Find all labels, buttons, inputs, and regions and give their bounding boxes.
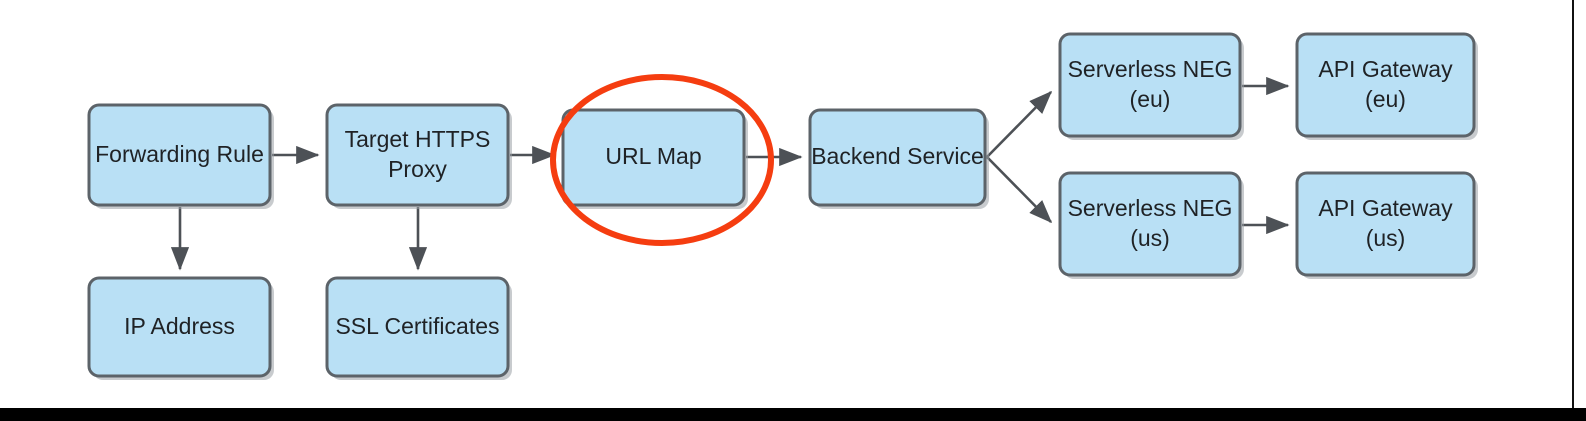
edge-backend-service-to-serverless-neg-eu (986, 90, 1053, 158)
node-forwarding-rule[interactable]: Forwarding Rule (87, 103, 274, 209)
frame-bottom-band (0, 408, 1586, 421)
node-serverless-neg-eu-box[interactable] (1058, 32, 1242, 138)
node-ssl-certificates-box[interactable] (325, 276, 510, 378)
node-backend-service-box[interactable] (808, 108, 987, 207)
node-ip-address-box[interactable] (87, 276, 272, 378)
node-api-gateway-us-box[interactable] (1295, 171, 1476, 277)
node-url-map-box[interactable] (561, 108, 746, 207)
node-url-map[interactable]: URL Map (561, 108, 748, 209)
node-target-https-proxy[interactable]: Target HTTPS Proxy (325, 103, 512, 209)
node-backend-service[interactable]: Backend Service (808, 108, 989, 209)
node-serverless-neg-us[interactable]: Serverless NEG (us) (1058, 171, 1244, 279)
edges-layer (170, 76, 1290, 271)
edge-backend-service-to-serverless-neg-us (986, 156, 1053, 224)
node-forwarding-rule-box[interactable] (87, 103, 272, 207)
node-target-https-proxy-box[interactable] (325, 103, 510, 207)
node-api-gateway-eu-box[interactable] (1295, 32, 1476, 138)
node-api-gateway-eu[interactable]: API Gateway (eu) (1295, 32, 1478, 140)
node-ssl-certificates[interactable]: SSL Certificates (325, 276, 512, 380)
annotations-layer (550, 74, 774, 246)
url-map-highlight-ellipse-icon (550, 74, 774, 246)
node-ip-address[interactable]: IP Address (87, 276, 274, 380)
node-serverless-neg-eu[interactable]: Serverless NEG (eu) (1058, 32, 1244, 140)
node-serverless-neg-us-box[interactable] (1058, 171, 1242, 277)
node-api-gateway-us[interactable]: API Gateway (us) (1295, 171, 1478, 279)
